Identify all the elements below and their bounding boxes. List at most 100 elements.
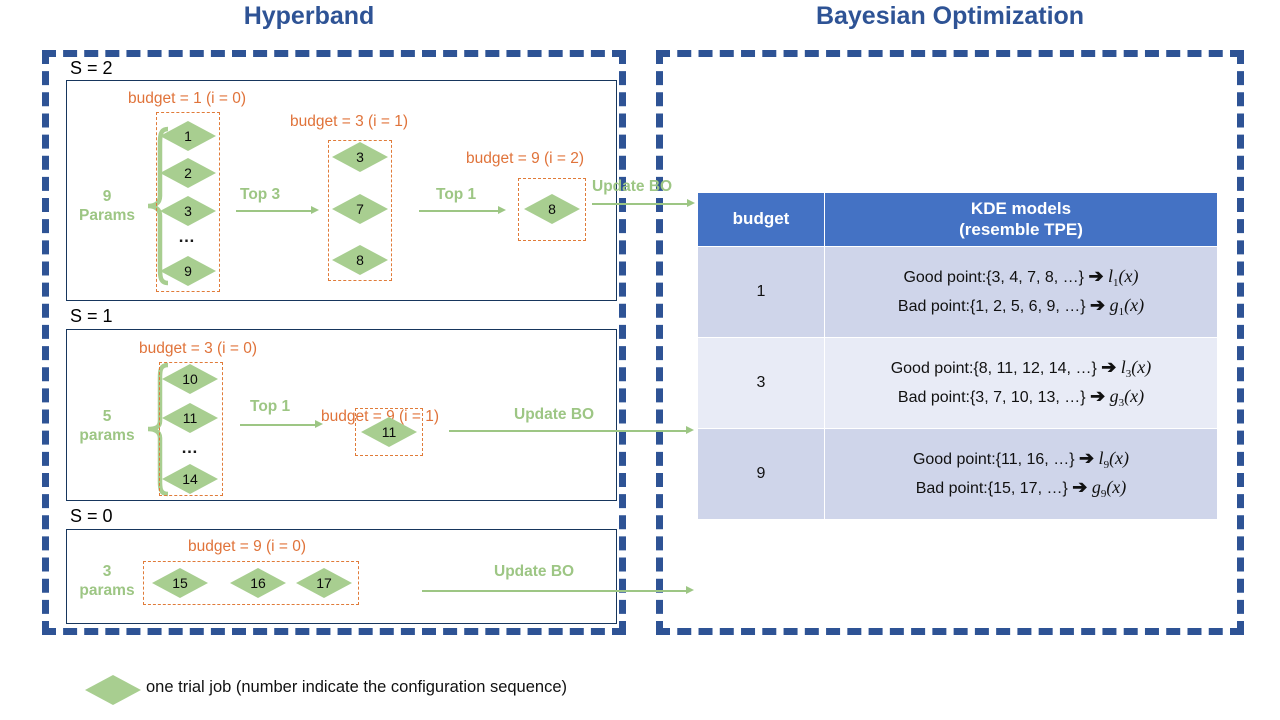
bad-point-line: Bad point:{15, 17, …} ➔ g9(x) xyxy=(831,474,1211,503)
maps-to-arrow-icon: ➔ xyxy=(1072,477,1088,498)
good-point-line: Good point:{8, 11, 12, 14, …} ➔ l3(x) xyxy=(831,354,1211,383)
transition-arrow-head-icon xyxy=(315,420,323,428)
trial-job-diamond[interactable]: 16 xyxy=(230,568,286,598)
bad-point-text: Bad point:{15, 17, …} xyxy=(915,480,1068,498)
good-point-line: Good point:{11, 16, …} ➔ l9(x) xyxy=(831,445,1211,474)
good-density-sub: 9 xyxy=(1103,459,1110,472)
update-bo-arrow-head-icon xyxy=(686,586,694,594)
cell-budget: 9 xyxy=(697,428,825,520)
stage-group-s1-0 xyxy=(159,362,223,496)
good-density-sub: 3 xyxy=(1125,368,1132,381)
diamond-shape-icon xyxy=(85,675,141,705)
bad-density-arg: (x) xyxy=(1124,295,1145,316)
good-density-arg: (x) xyxy=(1118,266,1139,287)
stage-budget-label-s1-1: budget = 9 (i = 1) xyxy=(321,408,440,425)
trial-job-diamond[interactable]: 8 xyxy=(524,194,580,224)
bad-point-line: Bad point:{1, 2, 5, 6, 9, …} ➔ g1(x) xyxy=(831,292,1211,321)
bracket-label-s0: S = 0 xyxy=(70,506,113,526)
bad-density-fn: g xyxy=(1109,295,1119,316)
legend-label: one trial job (number indicate the confi… xyxy=(146,678,568,696)
page-title-hyperband: Hyperband xyxy=(243,2,375,30)
params-brace-s1 xyxy=(140,362,170,502)
column-header-kde-models: KDE models (resemble TPE) xyxy=(824,191,1218,248)
transition-arrow-line xyxy=(419,210,499,212)
bad-density-sub: 3 xyxy=(1118,397,1125,410)
bracket-label-s2: S = 2 xyxy=(70,58,113,78)
good-density-sub: 1 xyxy=(1113,277,1119,290)
trial-job-diamond[interactable]: 8 xyxy=(332,245,388,275)
cell-kde-models: Good point:{8, 11, 12, 14, …} ➔ l3(x) Ba… xyxy=(824,337,1218,430)
update-bo-label-s2: Update BO xyxy=(592,178,673,195)
stage-group-s0-0 xyxy=(143,561,359,605)
good-density-arg: (x) xyxy=(1109,447,1130,468)
table-row: 1 Good point:{3, 4, 7, 8, …} ➔ l1(x) Bad… xyxy=(697,246,1218,339)
trial-job-number: 15 xyxy=(172,575,188,591)
trial-job-number: 16 xyxy=(250,575,266,591)
params-count-word: Params xyxy=(78,207,135,225)
params-count-word: params xyxy=(79,427,135,445)
trial-job-diamond[interactable]: 1 xyxy=(160,121,216,151)
trial-job-number: 14 xyxy=(182,471,198,487)
trial-job-diamond[interactable]: 17 xyxy=(296,568,352,598)
trial-job-diamond[interactable]: 15 xyxy=(152,568,208,598)
params-brace-s2 xyxy=(140,126,170,291)
update-bo-arrow-head-icon xyxy=(687,199,695,207)
stage-budget-label-s2-0: budget = 1 (i = 0) xyxy=(128,90,247,107)
bad-density-fn: g xyxy=(1109,386,1119,407)
bracket-label-s1: S = 1 xyxy=(70,306,113,326)
legend-diamond xyxy=(85,675,141,705)
trial-job-diamond[interactable]: 11 xyxy=(162,403,218,433)
maps-to-arrow-icon: ➔ xyxy=(1090,386,1106,407)
stage-budget-label-s2-1: budget = 3 (i = 1) xyxy=(290,113,409,130)
bad-point-line: Bad point:{3, 7, 10, 13, …} ➔ g3(x) xyxy=(831,383,1211,412)
trial-job-diamond[interactable]: 3 xyxy=(332,142,388,172)
cell-budget: 1 xyxy=(697,246,825,339)
trial-job-diamond[interactable]: 14 xyxy=(162,464,218,494)
update-bo-arrow-line xyxy=(422,590,687,592)
trial-job-diamond[interactable]: 11 xyxy=(361,417,417,447)
table-header-row: budget KDE models (resemble TPE) xyxy=(697,191,1218,248)
trial-job-diamond[interactable]: 2 xyxy=(160,158,216,188)
stage-budget-label-s1-0: budget = 3 (i = 0) xyxy=(139,340,258,357)
trial-job-number: 9 xyxy=(184,263,192,279)
trial-job-number: 3 xyxy=(356,149,364,165)
cell-budget: 3 xyxy=(697,337,825,430)
good-density-fn: l xyxy=(1108,266,1114,287)
bad-density-fn: g xyxy=(1091,477,1101,498)
trial-job-number: 11 xyxy=(381,424,397,440)
params-count-s1: 5 params xyxy=(72,407,142,446)
update-bo-label-s0: Update BO xyxy=(494,563,575,580)
table-row: 9 Good point:{11, 16, …} ➔ l9(x) Bad poi… xyxy=(697,428,1218,520)
transition-arrow-head-icon xyxy=(498,206,506,214)
stage-budget-label-s2-2: budget = 9 (i = 2) xyxy=(466,150,585,167)
brace-icon xyxy=(147,362,169,497)
transition-arrow-line xyxy=(236,210,312,212)
trial-job-number: 17 xyxy=(316,575,332,591)
maps-to-arrow-icon: ➔ xyxy=(1088,266,1104,287)
bad-density-arg: (x) xyxy=(1124,386,1145,407)
trial-job-diamond[interactable]: 7 xyxy=(332,194,388,224)
page-title-bayesian-optimization: Bayesian Optimization xyxy=(815,2,1085,30)
trial-job-diamond[interactable]: 3 xyxy=(160,196,216,226)
column-header-budget: budget xyxy=(697,191,825,248)
ellipsis-s1-0: … xyxy=(181,438,199,457)
params-count-number: 3 xyxy=(102,563,112,580)
maps-to-arrow-icon: ➔ xyxy=(1101,357,1117,378)
good-point-text: Good point:{8, 11, 12, 14, …} xyxy=(890,360,1097,378)
trial-job-diamond[interactable]: 10 xyxy=(162,364,218,394)
maps-to-arrow-icon: ➔ xyxy=(1090,295,1106,316)
transition-arrow-head-icon xyxy=(311,206,319,214)
bayesian-outer-container xyxy=(656,50,1244,635)
brace-icon xyxy=(147,126,169,286)
ellipsis-s2-0: … xyxy=(178,227,196,246)
trial-job-diamond[interactable]: 9 xyxy=(160,256,216,286)
bracket-box-s0 xyxy=(66,529,617,624)
update-bo-arrow-line xyxy=(449,430,687,432)
transition-label-s1-0: Top 1 xyxy=(250,398,291,415)
good-density-fn: l xyxy=(1098,447,1104,468)
params-count-s0: 3 params xyxy=(72,562,142,601)
update-bo-arrow-head-icon xyxy=(686,426,694,434)
maps-to-arrow-icon: ➔ xyxy=(1079,447,1095,468)
stage-group-s2-1 xyxy=(328,140,392,281)
bad-point-text: Bad point:{1, 2, 5, 6, 9, …} xyxy=(897,298,1086,316)
